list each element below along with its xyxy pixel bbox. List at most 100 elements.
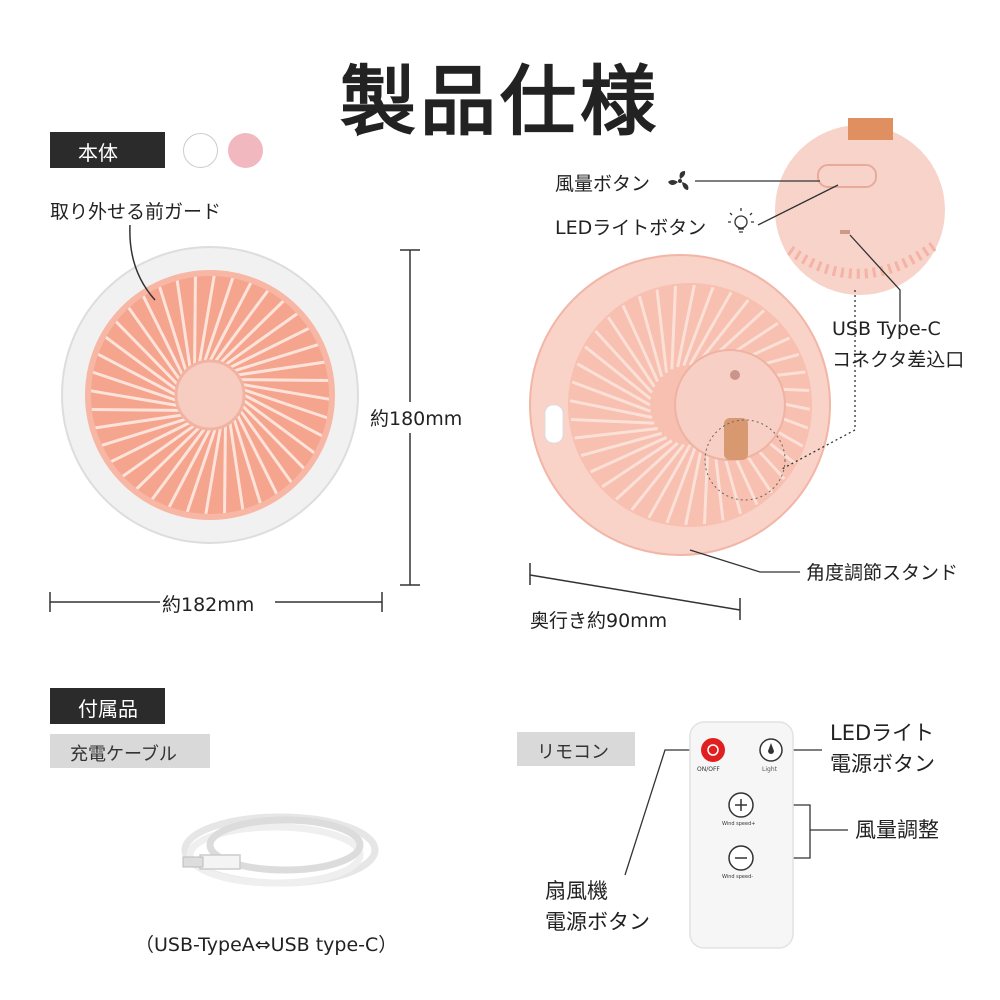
charging-cable-image: [181, 813, 379, 887]
fan-guard-spoke: [695, 299, 750, 367]
fan-guard-spoke: [589, 435, 668, 474]
fan-guard-spoke: [570, 418, 655, 425]
fan-guard-spoke: [104, 335, 178, 391]
cable-label: 充電ケーブル: [50, 734, 210, 768]
fan-guard-spoke: [114, 319, 179, 386]
fan-guard-spoke: [185, 428, 217, 514]
section-label-body: 本体: [50, 132, 165, 168]
fan-guard-spoke: [150, 427, 206, 501]
led-power-label-line1: LEDライト: [830, 721, 935, 745]
fan-guard-spoke: [688, 291, 733, 366]
fan-icon: [668, 171, 689, 190]
fan-power-label-line1: 扇風機: [545, 879, 608, 903]
fan-guard-spoke: [141, 294, 184, 376]
fan-guard-spoke: [574, 427, 658, 440]
fan-guard-spoke: [665, 443, 698, 524]
fan-guard-spoke: [242, 399, 316, 455]
remote-image: [689, 721, 794, 949]
wind-adjust-label: 風量調整: [855, 818, 939, 842]
remote-light-text: Light: [762, 766, 777, 773]
cable-caption: （USB-TypeA⇔USB type-C）: [135, 934, 398, 956]
depth-label: 奥行き約90mm: [530, 610, 668, 632]
fan-guard-spoke: [229, 326, 311, 369]
remote-on-off-text: ON/OFF: [697, 766, 720, 773]
front-guard-pointer: [129, 224, 156, 301]
fan-guard-spoke: [243, 388, 329, 420]
fan-guard-spoke: [241, 404, 306, 471]
section-label-accessories: 付属品: [50, 688, 165, 724]
fan-guard-spoke: [242, 383, 331, 401]
fan-guard-spoke: [134, 426, 201, 491]
height-label: 約180mm: [370, 402, 463, 433]
fan-guard-spoke: [214, 289, 270, 363]
fan-guard-spoke: [576, 362, 651, 407]
button-closeup-image: [775, 118, 945, 295]
fan-guard-spoke: [204, 427, 222, 516]
remote-wind-plus-text: Wind speed+: [722, 821, 756, 827]
fan-guard-spoke: [223, 425, 227, 515]
fan-guard-spoke: [236, 414, 279, 496]
fan-guard-spoke: [219, 299, 286, 364]
color-swatch-pink: [228, 133, 263, 168]
remote-power-button[interactable]: [694, 737, 732, 765]
led-power-label-line2: 電源ボタン: [830, 752, 935, 776]
fan-guard-spoke: [571, 380, 652, 413]
fan-guard-spoke: [224, 312, 299, 366]
fan-guard-spoke: [232, 418, 263, 505]
fan-side-image: [529, 254, 831, 556]
fan-guard-spoke: [670, 285, 677, 370]
fan-guard-spoke: [121, 424, 196, 478]
stand-label: 角度調節スタンド: [806, 562, 959, 584]
fan-guard-spoke: [615, 441, 679, 501]
fan-guard-spoke: [175, 279, 192, 368]
fan-guard-spoke: [594, 330, 654, 394]
callout-lines: [624, 180, 901, 876]
fan-guard-spoke: [239, 409, 293, 484]
fan-guard-spoke: [580, 431, 663, 458]
remote-label: リモコン: [517, 732, 635, 766]
page-title: 製品仕様: [340, 57, 660, 146]
fan-guard-spoke: [682, 286, 715, 367]
fan-guard-spoke: [606, 316, 656, 388]
dimension-lines: [49, 249, 741, 620]
fan-guard-spoke: [240, 378, 330, 382]
fan-guard-spoke: [203, 276, 235, 362]
fan-front-image: [61, 246, 359, 544]
remote-wind-minus-text: Wind speed-: [722, 874, 754, 880]
width-label: 約182mm: [162, 594, 255, 616]
fan-guard-spoke: [233, 342, 320, 373]
bulb-icon: [728, 208, 754, 233]
power-button-icon: [701, 738, 725, 762]
fan-guard-spoke: [584, 345, 652, 400]
front-guard-label: 取り外せる前ガード: [50, 201, 222, 223]
fan-guard-spoke: [193, 275, 197, 365]
fan-guard-spoke: [569, 399, 653, 419]
fan-guard-spoke: [167, 428, 212, 509]
fan-guard-spoke: [96, 352, 177, 397]
fan-guard-spoke: [601, 439, 673, 489]
fan-guard-spoke: [100, 417, 187, 448]
fan-guard-spoke: [157, 285, 188, 372]
fan-guard-spoke: [228, 422, 245, 511]
fan-guard-spoke: [198, 274, 216, 363]
led-button-label: LEDライトボタン: [555, 217, 707, 239]
fan-guard-spoke: [89, 389, 178, 407]
fan-guard-spoke: [127, 306, 181, 381]
fan-power-label-line2: 電源ボタン: [545, 910, 650, 934]
fan-guard-spoke: [621, 304, 660, 383]
fan-guard-spoke: [630, 443, 685, 511]
fan-guard-spoke: [243, 393, 324, 438]
fan-guard-spoke: [237, 360, 326, 377]
usb-label-line2: コネクタ差込口: [832, 349, 965, 371]
fan-guard-spoke: [91, 370, 177, 402]
fan-guard-spoke: [637, 295, 664, 378]
fan-guard-spoke: [655, 289, 668, 373]
usb-label-line1: USB Type-C: [832, 318, 941, 340]
fan-guard-spoke: [109, 421, 191, 464]
fan-guard-spoke: [94, 413, 183, 430]
wind-button-label: 風量ボタン: [555, 173, 651, 195]
fan-guard-spoke: [684, 442, 704, 526]
fan-guard-spoke: [208, 281, 253, 362]
color-swatch-white: [183, 133, 218, 168]
